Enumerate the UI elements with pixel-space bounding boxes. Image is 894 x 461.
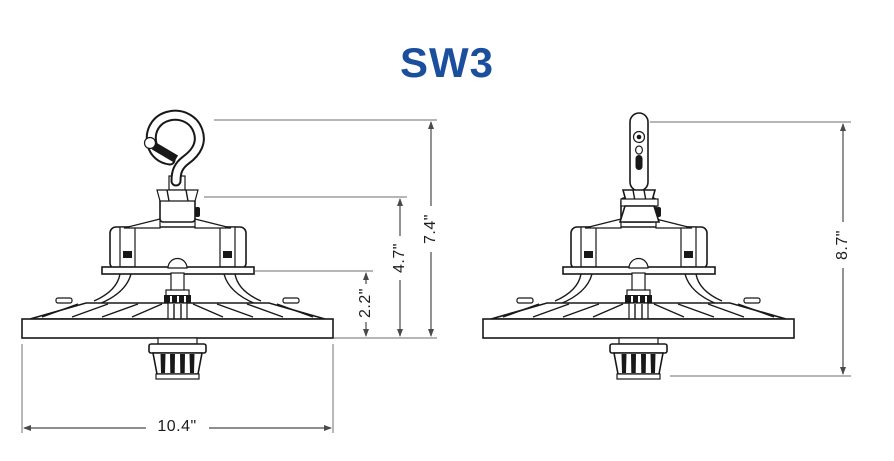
front-view-fixture <box>21 109 334 380</box>
dim-label-side-overall-height: 8.7" <box>833 226 853 264</box>
dimension-lines <box>21 119 851 433</box>
rod-mount <box>618 112 661 223</box>
product-title: SW3 <box>399 39 494 86</box>
dim-label-front-width: 10.4" <box>153 417 201 437</box>
dim-label-front-upper-assembly-height: 4.7" <box>390 239 410 277</box>
dim-label-front-mount-bracket-height: 2.2" <box>356 284 376 322</box>
side-view-fixture <box>482 112 795 380</box>
hook-mount <box>143 109 205 202</box>
dim-label-front-overall-height: 7.4" <box>421 210 441 248</box>
